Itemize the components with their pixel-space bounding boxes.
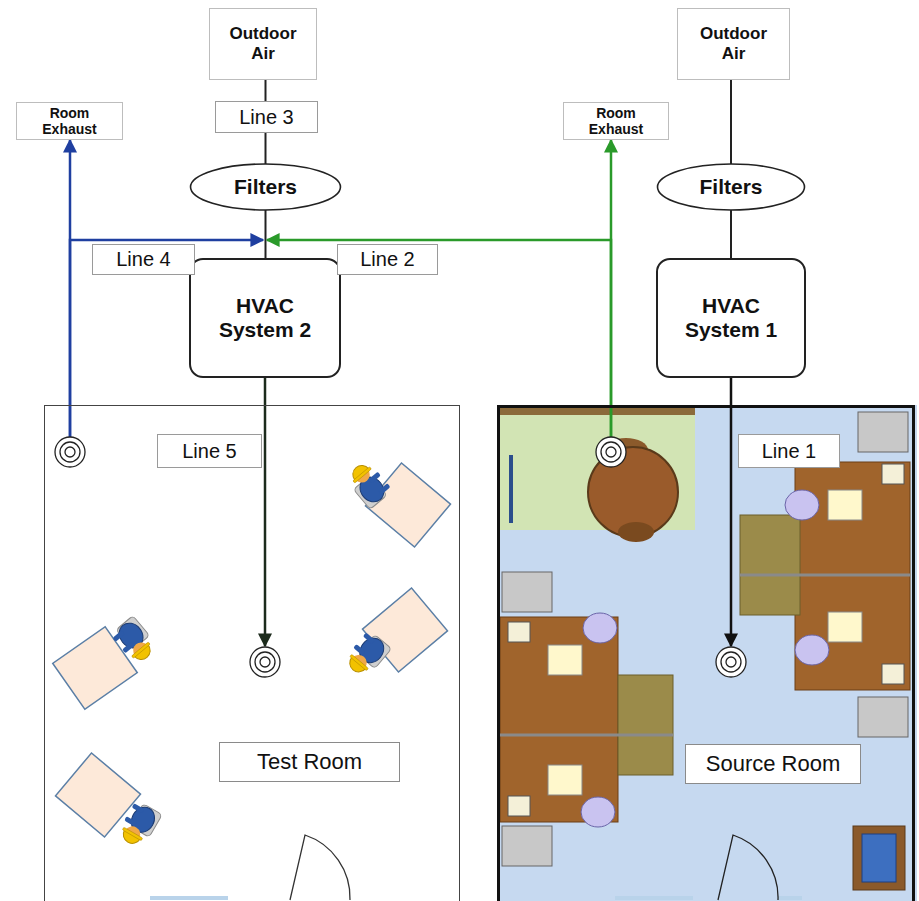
filter-ellipse: Filters	[656, 163, 806, 211]
filter-ellipse: Filters	[189, 163, 342, 211]
hvac-box: HVAC System 2	[189, 258, 341, 378]
air-duct-line	[730, 80, 732, 164]
ellipse-outline	[191, 164, 341, 210]
room-outline: Source Room	[497, 405, 915, 901]
node-label: Room Exhaust	[29, 105, 110, 137]
door	[290, 835, 350, 900]
worker-figure	[110, 459, 393, 851]
room-label: Test Room	[219, 742, 400, 782]
line-label: Line 4	[92, 244, 195, 275]
printer	[853, 826, 905, 890]
cubicle-cluster	[500, 572, 673, 866]
node-label: Filters	[699, 175, 762, 199]
node-label: Room Exhaust	[576, 105, 656, 137]
window	[150, 896, 802, 900]
round-table	[588, 438, 678, 542]
node-label: HVAC System 2	[205, 294, 325, 342]
air-duct-line	[730, 378, 733, 646]
node-label: Filters	[234, 175, 297, 199]
air-duct-line	[264, 378, 267, 646]
door	[718, 835, 778, 900]
hvac-box: HVAC System 1	[656, 258, 806, 378]
air-duct-line	[265, 210, 267, 258]
node-label: HVAC System 1	[672, 294, 790, 342]
room-outline: Test Room	[44, 405, 460, 901]
air-box: Outdoor Air	[677, 8, 790, 80]
line-label: Line 2	[337, 244, 438, 275]
desk	[53, 463, 451, 837]
whiteboard	[509, 455, 513, 523]
room-floor	[497, 405, 917, 901]
air-box: Room Exhaust	[563, 102, 669, 140]
air-box: Room Exhaust	[16, 102, 123, 140]
line-label: Line 1	[738, 434, 840, 468]
line-label: Line 5	[157, 434, 262, 468]
room-label: Source Room	[685, 744, 861, 784]
ellipse-outline	[658, 164, 805, 210]
air-duct-line	[730, 210, 732, 258]
air-diffuser	[55, 437, 746, 677]
air-box: Outdoor Air	[209, 8, 317, 80]
line-label: Line 3	[215, 101, 318, 133]
node-label: Outdoor Air	[696, 24, 771, 64]
node-label: Outdoor Air	[226, 24, 300, 64]
